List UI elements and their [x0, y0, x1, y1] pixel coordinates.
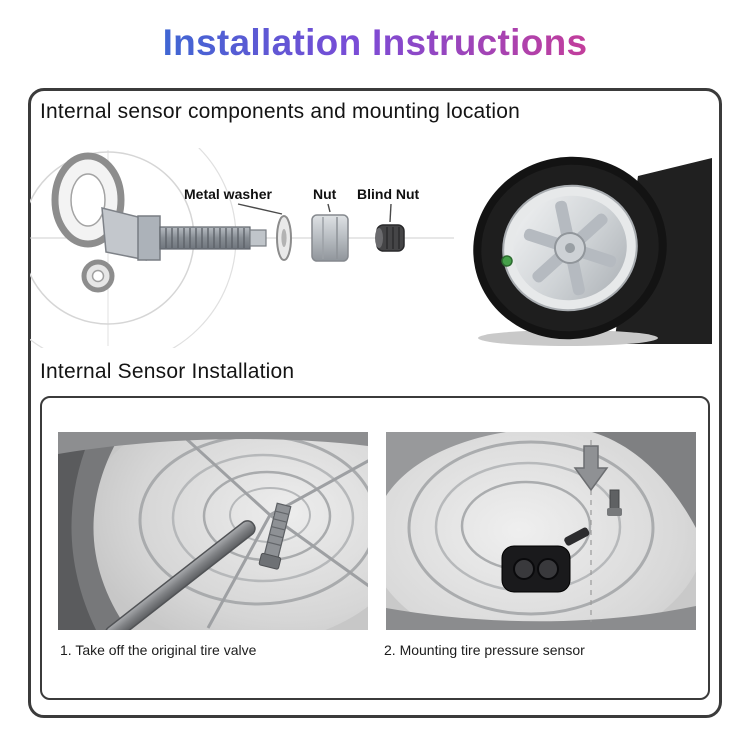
installation-steps-box: 1. Take off the original tire valve 2. M…: [40, 396, 710, 700]
tire-bead-edge: [58, 432, 368, 630]
original-valve-stem: [258, 502, 292, 570]
step1-photo-remove-valve: [58, 432, 368, 630]
tpms-sensor-dot: [501, 255, 513, 267]
page-title: Installation Instructions: [0, 22, 750, 64]
components-section-heading: Internal sensor components and mounting …: [40, 100, 521, 123]
wheel-tire: [473, 156, 667, 340]
install-section-heading: Internal Sensor Installation: [40, 360, 295, 383]
nut-label: Nut: [313, 186, 337, 202]
step2-caption: 2. Mounting tire pressure sensor: [384, 642, 585, 658]
step1-caption: 1. Take off the original tire valve: [60, 642, 257, 658]
tpms-sensor: [501, 527, 590, 593]
valve-stem: [159, 226, 267, 250]
mounted-valve: [607, 489, 622, 516]
metal-washer-label: Metal washer: [184, 186, 272, 202]
sensor-exploded-diagram: [30, 148, 454, 348]
wheel-mounting-photo: [473, 156, 712, 346]
blind-nut-label: Blind Nut: [357, 186, 420, 202]
nut: [311, 214, 349, 262]
blind-nut: [375, 224, 405, 252]
label-leader-lines: [237, 203, 392, 223]
tire-bead-edge: [386, 432, 696, 630]
down-arrow-icon: [573, 445, 609, 492]
pry-bar-tool: [104, 520, 256, 630]
metal-washer: [276, 215, 292, 261]
step2-photo-mount-sensor: [386, 432, 696, 630]
sensor-housing: [51, 152, 161, 293]
